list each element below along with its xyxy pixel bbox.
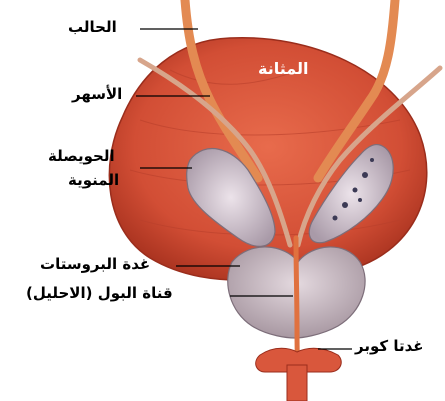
label-urethra: قناة البول (الاحليل) <box>26 285 173 302</box>
label-seminal-vesicle-line2: المنوية <box>68 172 119 189</box>
label-vas-deferens: الأسهر <box>72 86 122 103</box>
label-cowper-glands: غدتا كوبر <box>355 338 424 355</box>
label-seminal-vesicle-line1: الحويصلة <box>48 148 115 165</box>
label-bladder: المثانة <box>258 60 308 78</box>
penile-base <box>287 365 307 401</box>
label-prostate: غدة البروستات <box>40 256 150 273</box>
label-ureter: الحالب <box>68 19 117 36</box>
